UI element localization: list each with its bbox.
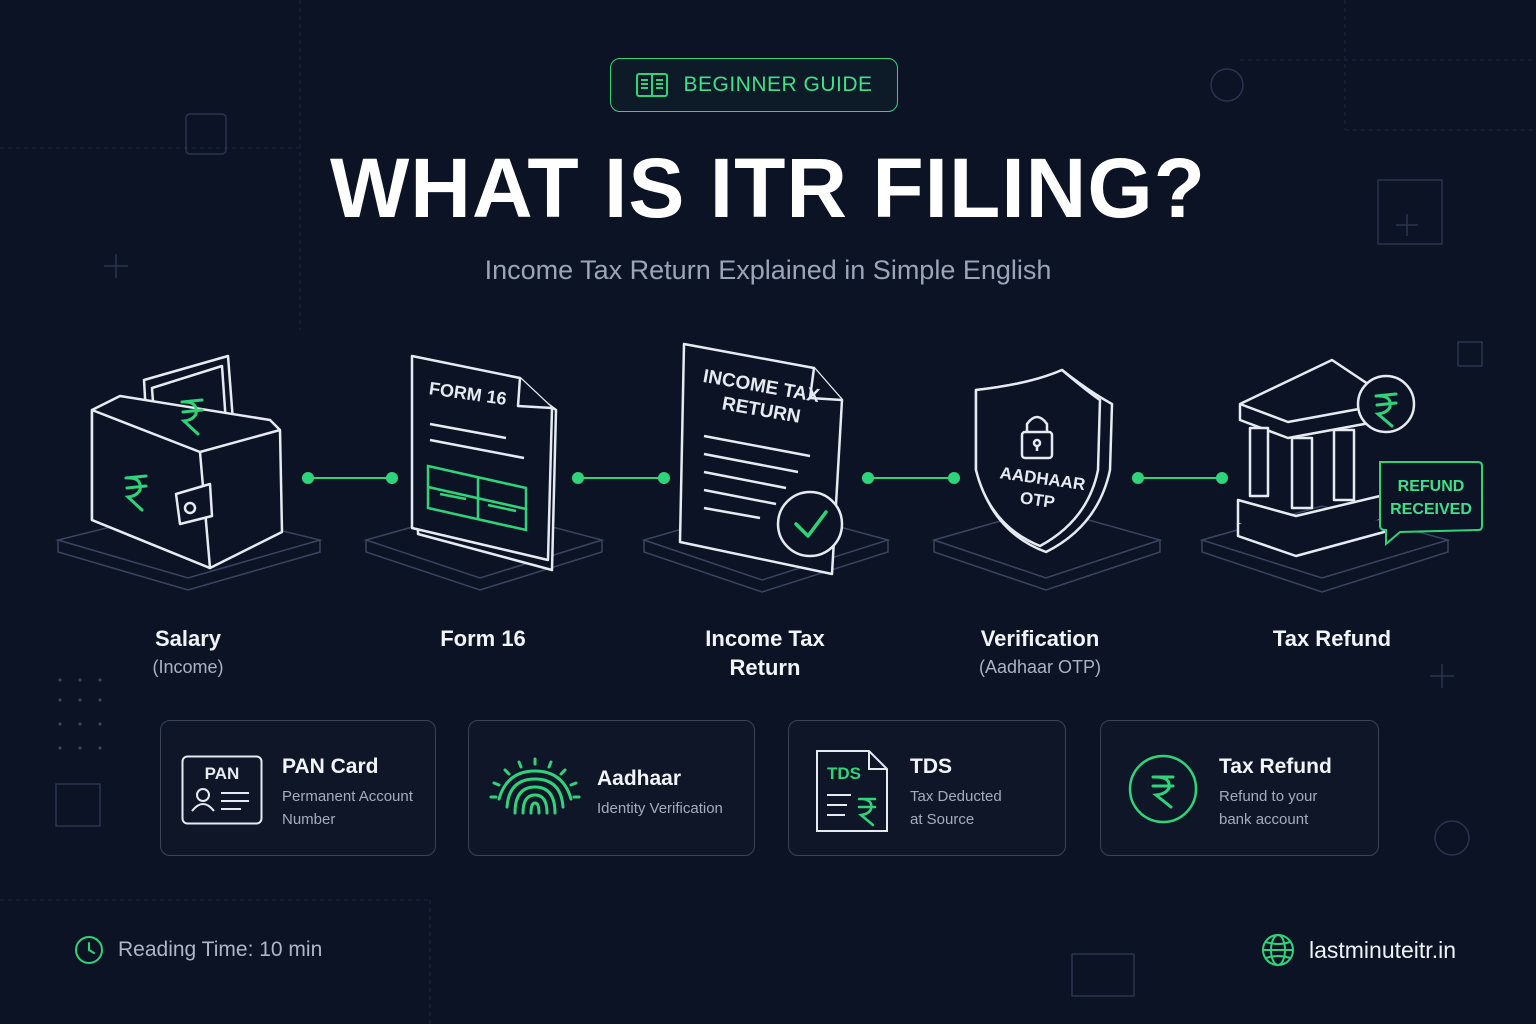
step-form16-label: Form 16: [363, 624, 603, 653]
reading-time-text: Reading Time: 10 min: [118, 938, 323, 961]
globe-icon: [1261, 934, 1294, 966]
step-itr-title-line2: Return: [729, 655, 801, 680]
card-tds: TDS TDS Tax Deducted at Source: [788, 720, 1066, 856]
card-pan-title: PAN Card: [282, 755, 379, 778]
card-pan: PAN PAN Card Permanent Account Number: [160, 720, 436, 856]
shield-lock-icon: [974, 368, 1114, 554]
step-connectors: [302, 472, 1228, 484]
card-aadhaar: Aadhaar Identity Verification: [468, 720, 755, 856]
step-refund-label: Tax Refund: [1212, 624, 1452, 653]
website-link[interactable]: lastminuteitr.in: [1261, 932, 1456, 968]
card-tax-refund-desc-line1: Refund to your: [1219, 788, 1318, 805]
tds-document-icon: TDS: [816, 750, 888, 832]
id-card-icon: PAN: [181, 755, 263, 825]
step-refund-title: Tax Refund: [1272, 626, 1392, 651]
step-salary-title: Salary: [154, 626, 222, 651]
card-pan-desc-line2: Number: [282, 811, 336, 828]
beginner-guide-badge: BEGINNER GUIDE: [610, 58, 898, 112]
refund-bubble: REFUND RECEIVED: [1379, 461, 1483, 547]
card-tds-title: TDS: [910, 755, 952, 778]
pan-icon-text: PAN: [205, 764, 240, 783]
card-pan-desc-line1: Permanent Account: [282, 788, 413, 805]
step-salary-sub: (Income): [152, 657, 224, 677]
form16-table: [426, 464, 528, 532]
document-check-icon: [678, 342, 844, 576]
wallet-icon: [90, 354, 284, 570]
tds-icon-text: TDS: [827, 764, 861, 783]
step-salary-label: Salary (Income): [68, 624, 308, 682]
card-tds-desc-line1: Tax Deducted: [910, 788, 1002, 805]
card-pan-desc: Permanent Account Number: [282, 785, 413, 831]
page-subtitle: Income Tax Return Explained in Simple En…: [484, 255, 1052, 285]
step-verification-label: Verification (Aadhaar OTP): [920, 624, 1160, 682]
document-icon: [410, 354, 558, 572]
step-itr-title-line1: Income Tax: [705, 626, 825, 651]
process-illustration: FORM 16 INCOME TAX RETURN AADHAAR OTP: [55, 342, 1483, 593]
bubble-text-1: REFUND: [1398, 478, 1465, 495]
step-verification-title: Verification: [980, 626, 1100, 651]
rupee-circle-icon: [1128, 754, 1198, 824]
badge-label: BEGINNER GUIDE: [683, 73, 873, 96]
page-title: WHAT IS ITR FILING?: [330, 141, 1206, 235]
step-form16-title: Form 16: [440, 626, 526, 651]
bubble-text-2: RECEIVED: [1390, 501, 1472, 518]
website-text[interactable]: lastminuteitr.in: [1308, 936, 1456, 963]
step-itr-label: Income Tax Return: [645, 624, 885, 682]
card-tax-refund-desc: Refund to your bank account: [1219, 785, 1317, 831]
clock-icon: [75, 936, 103, 964]
card-tds-desc-line2: at Source: [910, 811, 975, 828]
card-aadhaar-desc: Identity Verification: [597, 800, 723, 817]
card-tds-desc: Tax Deducted at Source: [910, 785, 1002, 831]
fingerprint-icon: [489, 757, 581, 815]
bank-icon: [1236, 358, 1416, 558]
step-verification-sub: (Aadhaar OTP): [978, 657, 1102, 677]
shield-text-2: OTP: [1019, 488, 1056, 512]
card-tax-refund: Tax Refund Refund to your bank account: [1100, 720, 1379, 856]
card-tax-refund-title: Tax Refund: [1219, 755, 1332, 778]
card-aadhaar-title: Aadhaar: [597, 767, 682, 790]
open-book-icon: [636, 73, 669, 97]
card-tax-refund-desc-line2: bank account: [1219, 811, 1309, 828]
reading-time: Reading Time: 10 min: [74, 932, 322, 968]
